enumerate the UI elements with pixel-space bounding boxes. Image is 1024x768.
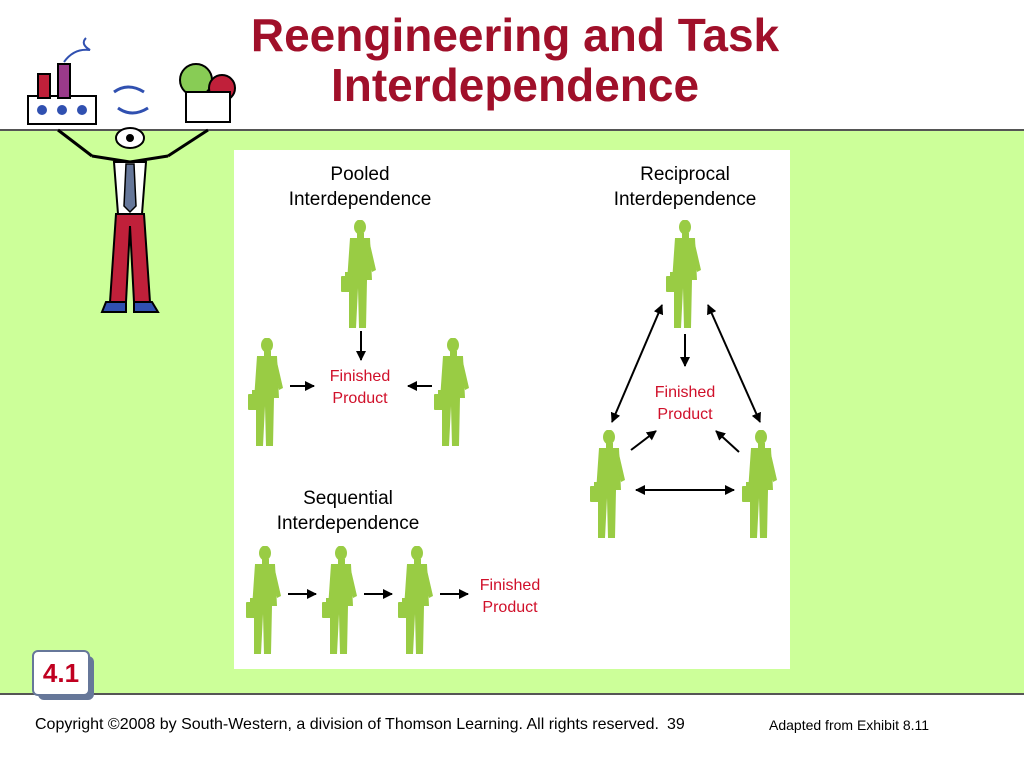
diagram-panel: Pooled Interdependence Finished Product … [234,150,790,669]
exhibit-badge: 4.1 [32,650,94,700]
copyright-text: Copyright ©2008 by South-Western, a divi… [35,716,659,733]
reciprocal-arrow-left-diagonal [610,304,664,423]
badge-label: 4.1 [32,650,90,696]
pooled-product-line-1: Finished [330,368,390,385]
page-number: 39 [666,716,685,733]
businessman-clipart-icon [27,37,236,313]
reciprocal-arrow-from-right [715,430,740,453]
interdependence-diagram: Pooled Interdependence Finished Product … [246,164,777,654]
reciprocal-title-line-2: Interdependence [614,189,757,210]
footer: Copyright ©2008 by South-Western, a divi… [35,716,685,734]
sequential-title-line-2: Interdependence [277,513,420,534]
sequential-group: Sequential Interdependence Finished Prod… [246,488,540,654]
sequential-product-line-1: Finished [480,577,540,594]
title-line-2: Interdependence [330,59,700,111]
reciprocal-arrow-right-diagonal [707,304,761,423]
source-credit: Adapted from Exhibit 8.11 [769,717,930,733]
sequential-person-1 [246,546,281,654]
sequential-title-line-1: Sequential [303,488,393,509]
reciprocal-person-right [742,430,777,538]
pooled-person-top [341,220,376,328]
pooled-title-line-2: Interdependence [289,189,432,210]
pooled-person-left [248,338,283,446]
pooled-title-line-1: Pooled [330,164,389,185]
sequential-person-3 [398,546,433,654]
sequential-product-line-2: Product [482,599,538,616]
reciprocal-person-top [666,220,701,328]
reciprocal-arrow-from-left [630,430,657,451]
reciprocal-title-line-1: Reciprocal [640,164,730,185]
pooled-group: Pooled Interdependence Finished Product [248,164,469,446]
pooled-person-right [434,338,469,446]
reciprocal-product-line-1: Finished [655,384,715,401]
title-line-1: Reengineering and Task [250,9,780,61]
pooled-product-line-2: Product [332,390,388,407]
reciprocal-group: Reciprocal Interdependence Finished Prod… [590,164,777,538]
slide-title: Reengineering and Task Interdependence [150,10,880,110]
sequential-person-2 [322,546,357,654]
reciprocal-person-left [590,430,625,538]
reciprocal-product-line-2: Product [657,406,713,423]
